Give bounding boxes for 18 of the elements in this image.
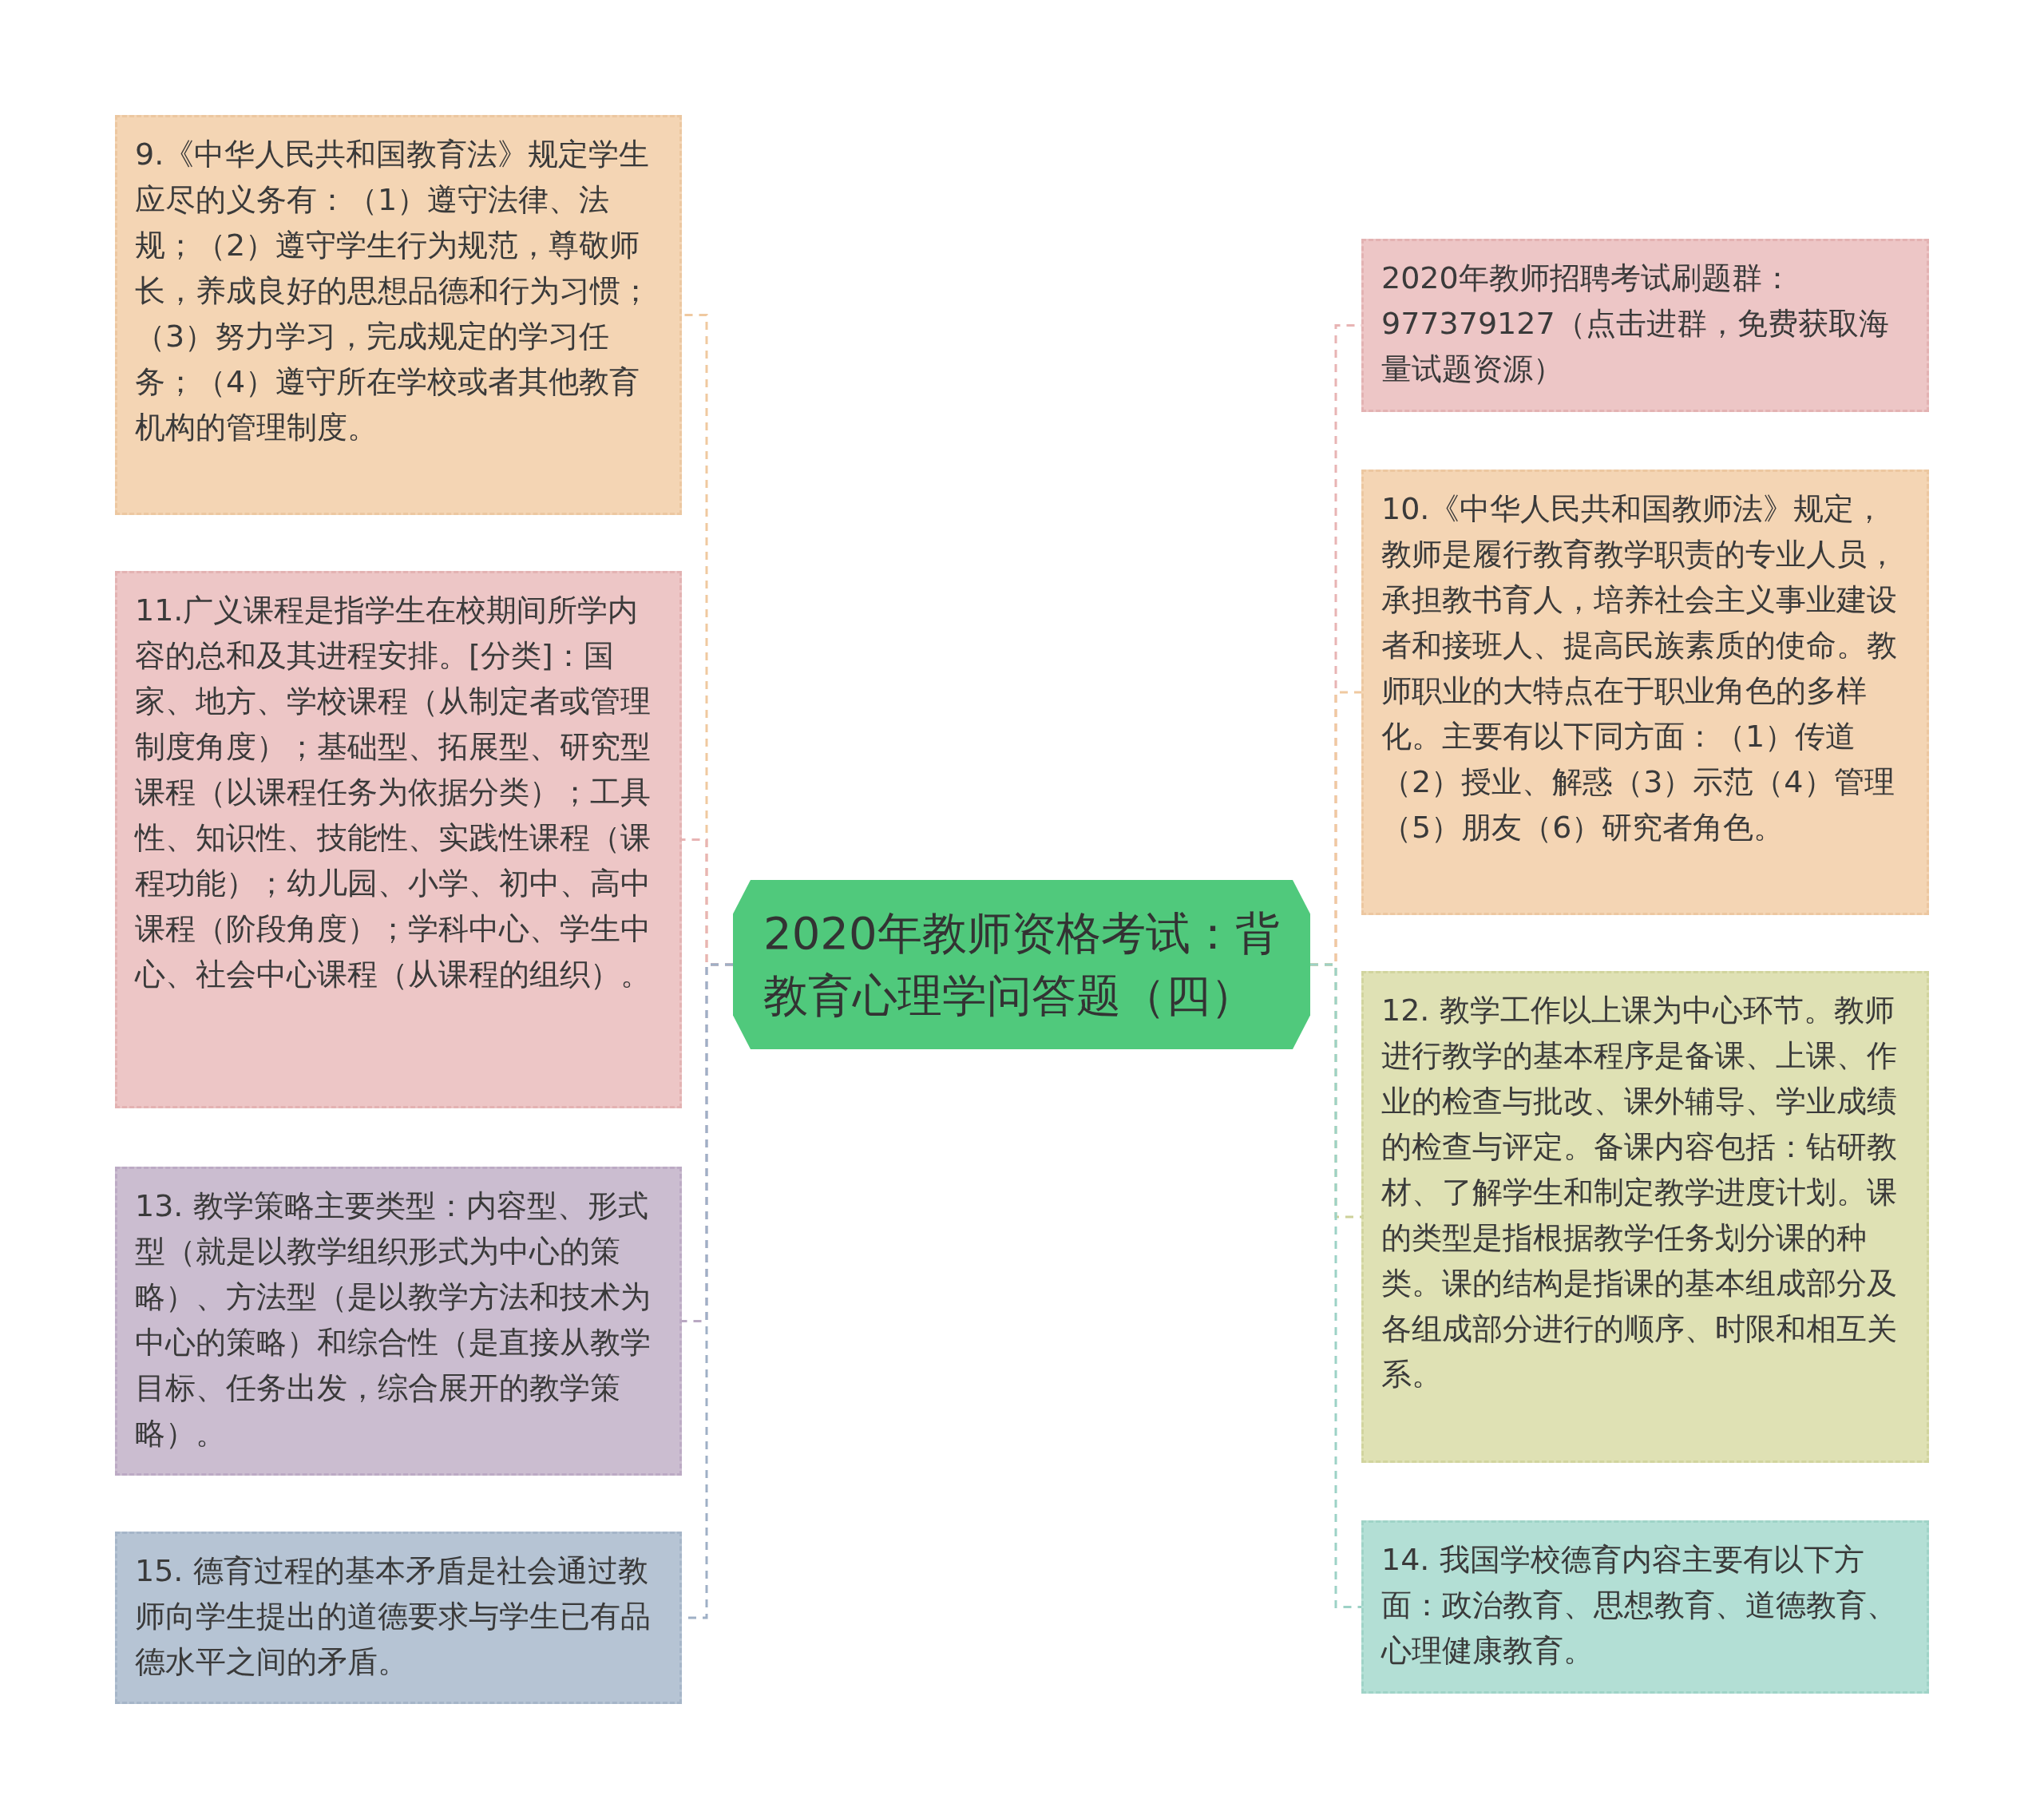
topic-text: 2020年教师资格考试：背教育心理学问答题（四） <box>763 906 1280 1023</box>
topic-card <box>115 115 682 515</box>
topic-card <box>115 1532 682 1704</box>
topic-text: 10.《中华人民共和国教师法》规定，教师是履行教育教学职责的专业人员，承担教书育人，培养社会主义事业建设者和接班人、提高民族素质的使命。教师职业的大特点在于职业角色的多样化。主要有以下同方面：（1）传道（2）授业、解惑（3）示范（4）管理（5）朋友（6）研究者角色。 <box>1381 491 1897 845</box>
topic-card <box>1361 1520 1929 1694</box>
topic-text: 9.《中华人民共和国教育法》规定学生应尽的义务有：（1）遵守法律、法规；（2）遵守学生行为规范，尊敬师长，养成良好的思想品德和行为习惯；（3）努力学习，完成规定的学习任务；（4）遵守所在学校或者其他教育机构的管理制度。 <box>135 137 651 445</box>
topic-text: 14. 我国学校德育内容主要有以下方面：政治教育、思想教育、道德教育、心理健康教育。 <box>1381 1542 1897 1668</box>
topic-card <box>115 1167 682 1476</box>
topic-card <box>115 571 682 1108</box>
topic-text: 15. 德育过程的基本矛盾是社会通过教师向学生提出的道德要求与学生已有品德水平之间的矛盾。 <box>135 1553 651 1679</box>
topic-text: 2020年教师招聘考试刷题群：977379127（点击进群，免费获取海量试题资源） <box>1381 260 1889 386</box>
topic-card <box>1361 239 1929 412</box>
topic-text: 12. 教学工作以上课为中心环节。教师进行教学的基本程序是备课、上课、作业的检查与批改、课外辅导、学业成绩的检查与评定。备课内容包括：钻研教材、了解学生和制定教学进度计划。课的类型是指根据教学任务划分课的种类。课的结构是指课的基本组成部分及各组成部分进行的顺序、时限和相互关系。 <box>1381 993 1897 1392</box>
topic-card <box>1361 971 1929 1463</box>
topic-text: 13. 教学策略主要类型：内容型、形式型（就是以教学组织形式为中心的策略）、方法型（是以教学方法和技术为中心的策略）和综合性（是直接从教学目标、任务出发，综合展开的教学策略）。 <box>135 1188 651 1451</box>
connector-line <box>1310 963 1361 1608</box>
topic-text: 11.广义课程是指学生在校期间所学内容的总和及其进程安排。[分类]：国家、地方、学校课程（从制定者或管理制度角度）；基础型、拓展型、研究型课程（以课程任务为依据分类）；工具性、知识性、技能性、实践性课程（课程功能）；幼儿园、小学、初中、高中课程（阶段角度）；学科中心、学生中心、社会中心课程（从课程的组织）。 <box>135 592 651 992</box>
topic-card <box>1361 470 1929 915</box>
